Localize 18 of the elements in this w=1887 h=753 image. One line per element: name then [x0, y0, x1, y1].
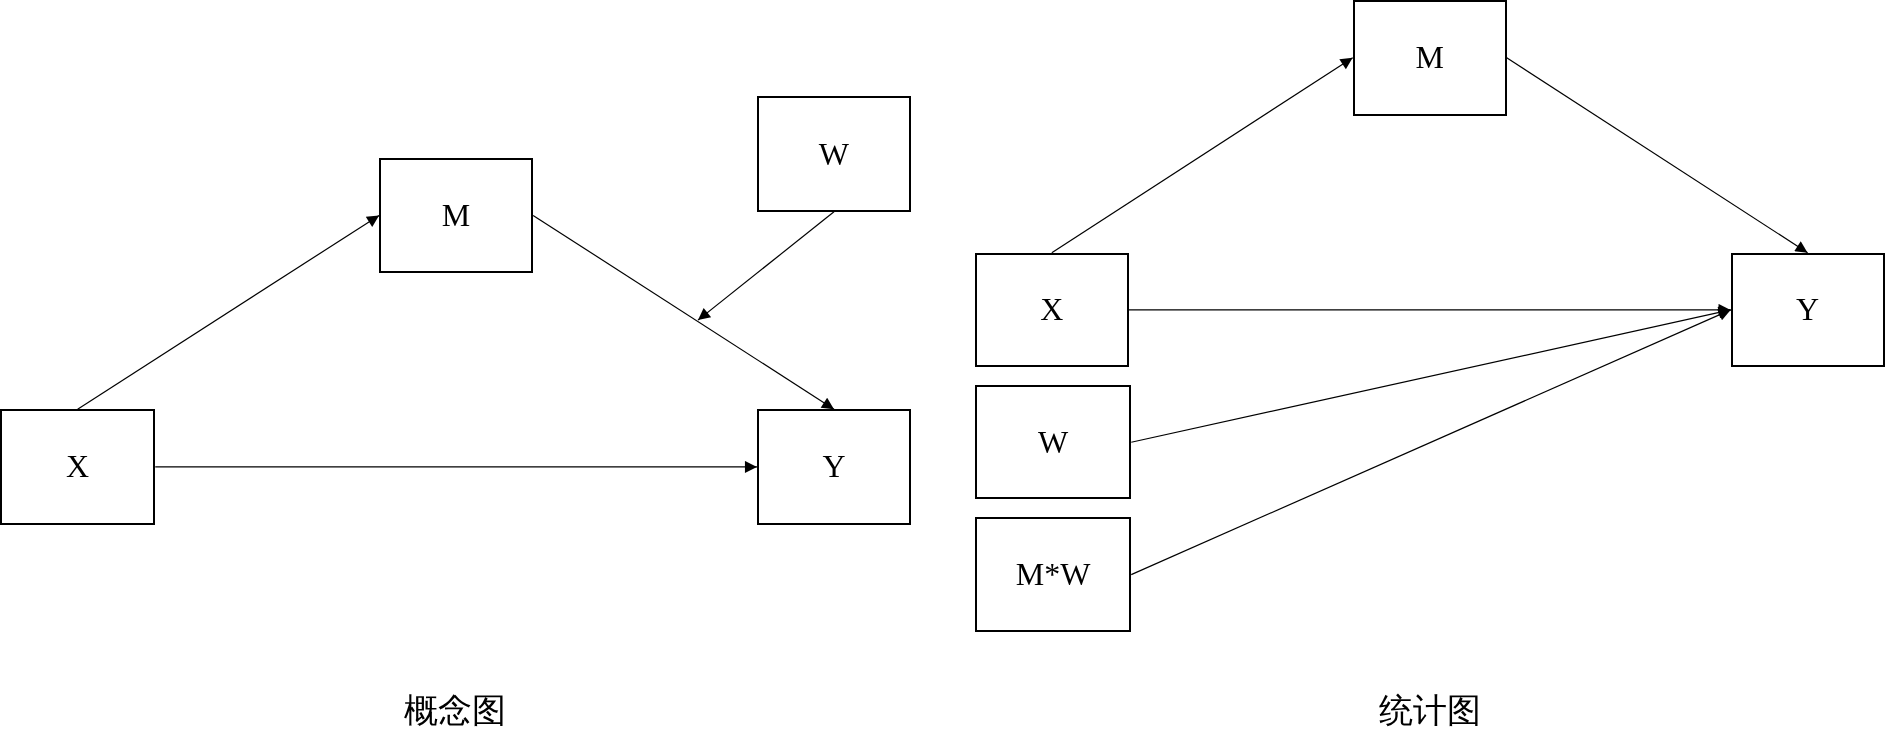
arrow [532, 214, 835, 410]
variable-box: Y [756, 409, 911, 525]
variable-box: Y [1730, 252, 1885, 368]
arrow [1506, 57, 1809, 254]
arrow [154, 460, 758, 473]
variable-box: X [974, 252, 1129, 368]
panel-caption: 概念图 [403, 691, 506, 732]
variable-box: W [974, 385, 1132, 500]
moderator-arrow [697, 211, 835, 321]
panel-caption: 统计图 [1378, 691, 1481, 732]
arrow [1051, 57, 1354, 254]
arrow [1130, 309, 1732, 576]
arrow [77, 214, 380, 410]
variable-box: M [379, 157, 534, 274]
variable-box: M [1352, 0, 1507, 116]
variable-box: X [0, 409, 156, 525]
variable-box: W [756, 96, 911, 212]
variable-box: M*W [974, 517, 1132, 632]
